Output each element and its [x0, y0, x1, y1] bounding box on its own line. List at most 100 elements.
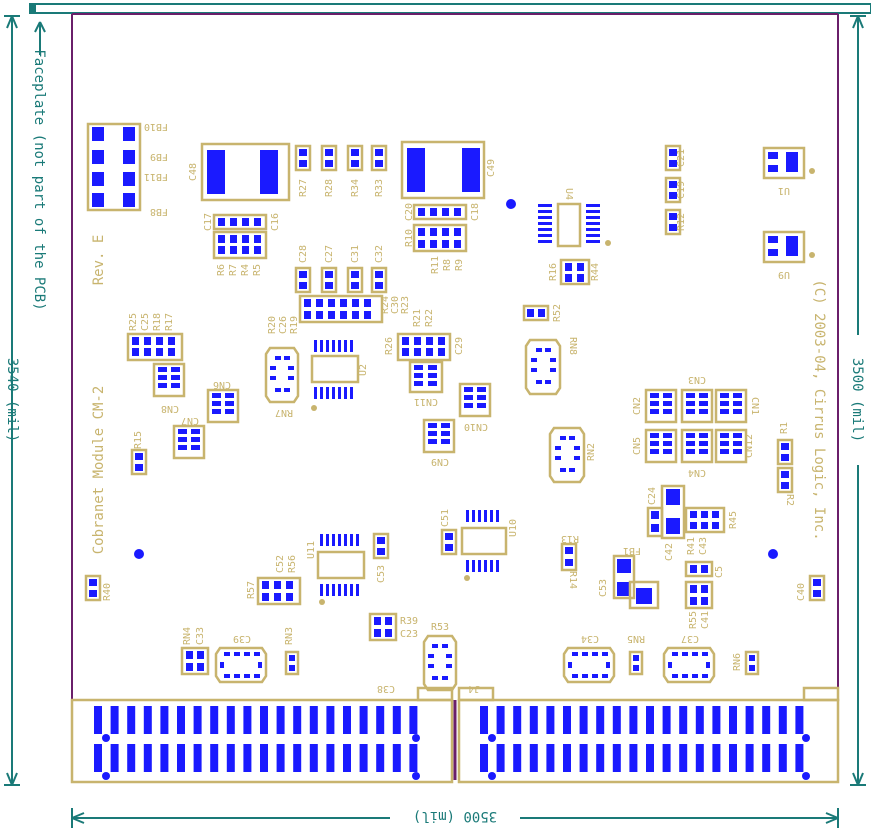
ic-u2: U2	[310, 340, 369, 411]
parts-c33-c39-rn3: RN4 C33 C39 RN3	[180, 627, 300, 684]
connector-pin	[563, 744, 571, 772]
connector-pin	[359, 706, 368, 734]
connector-pin	[260, 744, 268, 772]
svg-text:RN3: RN3	[284, 627, 295, 645]
svg-text:C34: C34	[581, 633, 599, 644]
svg-text:C53: C53	[376, 565, 387, 583]
resistor-r52: R52	[522, 304, 563, 322]
svg-text:R14: R14	[567, 571, 578, 589]
power-filter-group: C24 R41 C43 R45 C42	[646, 484, 739, 561]
cap-network-cn7: CN7	[172, 415, 206, 460]
connector-pin	[778, 706, 787, 734]
svg-text:R1: R1	[779, 422, 790, 434]
svg-text:FB8: FB8	[150, 206, 168, 217]
connector-pin	[143, 706, 152, 734]
dimension-left: 3540 (mil)	[4, 15, 20, 786]
connector-pin	[546, 706, 555, 734]
dim-bottom-text: 3500 (mil)	[413, 808, 497, 824]
svg-text:C51: C51	[440, 509, 451, 527]
connector-pin	[795, 744, 804, 772]
svg-text:R55: R55	[688, 611, 699, 629]
connector-pin	[343, 706, 351, 734]
parts-r55-c41-c40: C5 R55 C41	[684, 560, 725, 629]
svg-text:C32: C32	[374, 245, 385, 263]
resistor-network-rn7: RN7	[264, 346, 300, 418]
dimension-bottom: 3500 (mil)	[71, 808, 839, 828]
svg-text:R8: R8	[442, 259, 453, 271]
svg-text:R40: R40	[102, 583, 113, 601]
svg-text:RN5: RN5	[627, 633, 645, 644]
svg-text:R44: R44	[590, 263, 601, 281]
connector-pin	[409, 744, 418, 772]
connector-pin	[729, 706, 737, 734]
connector-pin	[110, 744, 119, 772]
connector-pin	[210, 744, 219, 772]
cap-network-cn10: CN10	[458, 382, 492, 432]
faceplate	[29, 3, 871, 14]
connector-pin	[409, 706, 418, 734]
svg-text:C28: C28	[298, 245, 309, 263]
connector-pin	[392, 706, 401, 734]
svg-text:C20: C20	[404, 203, 415, 221]
svg-text:CN8: CN8	[161, 403, 179, 414]
connector-pin	[679, 744, 688, 772]
resistors-r1-r2: R1 R2	[776, 422, 795, 506]
parts-c17-r-array: C17 C16 R6 R7 R4 R5	[203, 213, 281, 276]
svg-text:C40: C40	[796, 583, 807, 601]
svg-text:C31: C31	[350, 245, 361, 263]
svg-text:R11: R11	[430, 256, 441, 274]
connector-pin	[712, 706, 721, 734]
connector-pin	[359, 744, 368, 772]
connector-pin	[276, 744, 285, 772]
resistor-network-rn8: RN8	[524, 337, 578, 396]
svg-text:R34: R34	[350, 179, 361, 197]
connector-pin	[596, 706, 605, 734]
connector-pin	[143, 744, 152, 772]
connector-pin	[160, 744, 169, 772]
svg-text:R57: R57	[246, 581, 257, 599]
capacitor-row-c28: C28 C27 C31 C32	[294, 245, 388, 294]
svg-text:RN2: RN2	[586, 443, 597, 461]
svg-text:R23: R23	[400, 296, 411, 314]
svg-text:C27: C27	[324, 245, 335, 263]
connector-pin	[226, 706, 235, 734]
connector-pin	[579, 744, 588, 772]
ferrite-fb1-c5: FB1 C53	[598, 545, 660, 610]
svg-text:C52: C52	[275, 555, 286, 573]
connector-pin	[646, 744, 654, 772]
svg-text:R15: R15	[133, 431, 144, 449]
connector-pin	[309, 744, 318, 772]
svg-text:R41: R41	[686, 537, 697, 555]
svg-text:FB1: FB1	[623, 545, 641, 556]
connector-pin	[243, 744, 252, 772]
capacitor-c48: C48	[188, 142, 291, 202]
svg-text:U11: U11	[306, 541, 317, 559]
board-outline	[71, 13, 839, 780]
faceplate-label: Faceplate (not part of the PCB)	[31, 21, 47, 311]
svg-text:U1: U1	[778, 185, 790, 196]
svg-text:CN4: CN4	[688, 467, 706, 478]
svg-text:U2: U2	[358, 364, 369, 376]
ic-u10: C51 U10	[440, 509, 519, 581]
svg-text:C21: C21	[676, 149, 687, 167]
svg-text:U4: U4	[563, 188, 574, 200]
resistor-array-r20: R20 C26 R19 R24 C30 R23	[267, 294, 411, 334]
connector-pin	[326, 706, 335, 734]
connector-pin	[612, 706, 621, 734]
connector-pin	[729, 744, 737, 772]
regulator-u1: U1	[762, 146, 815, 196]
svg-text:CN12: CN12	[744, 434, 755, 458]
resistor-row-top: R27 R28 R34 R33	[294, 144, 388, 197]
cap-network-cn8: CN8	[152, 362, 186, 414]
connector-pin	[563, 706, 571, 734]
resistor-r15: R15	[130, 431, 148, 476]
connector-pin	[243, 706, 252, 734]
connector-pin	[376, 744, 385, 772]
connector-pin	[579, 706, 588, 734]
svg-text:R6: R6	[216, 264, 227, 276]
capacitor-c53: C52 C53	[372, 532, 390, 583]
svg-text:R45: R45	[728, 511, 739, 529]
parts-c52-r56: C52 R56 R57	[246, 555, 302, 606]
svg-text:R7: R7	[228, 264, 239, 276]
resistor-array-r10: R10 R11 R8 R9	[404, 223, 468, 274]
